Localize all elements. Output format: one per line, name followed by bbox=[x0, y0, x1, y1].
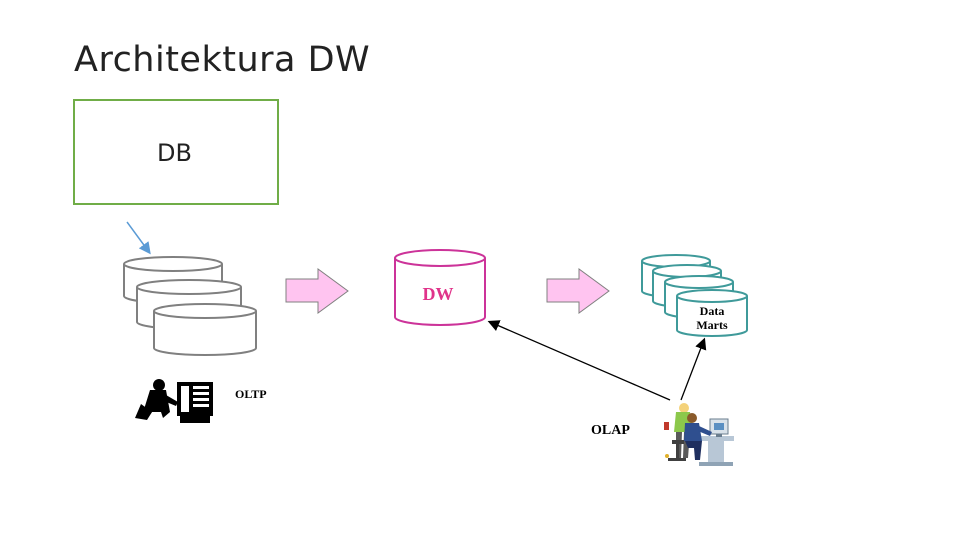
data-mart-cylinder bbox=[676, 289, 748, 337]
data-marts bbox=[641, 254, 748, 337]
db-box-label: DB bbox=[157, 139, 192, 167]
dw-cylinder bbox=[394, 249, 486, 326]
dw-label: DW bbox=[423, 284, 454, 304]
office-worker-with-computer-icon bbox=[135, 379, 213, 423]
source-db-cylinder bbox=[153, 303, 257, 356]
oltp-label: OLTP bbox=[235, 387, 267, 401]
source-databases bbox=[123, 256, 257, 356]
data-marts-label-line2: Marts bbox=[696, 318, 728, 332]
data-marts-label-line1: Data bbox=[700, 304, 725, 318]
olap-label: OLAP bbox=[591, 423, 630, 438]
db-text-box: DB bbox=[73, 99, 279, 205]
slide-title: Architektura DW bbox=[74, 40, 371, 80]
olap-to-data-marts-arrow bbox=[680, 337, 707, 401]
db-pointer-arrow bbox=[126, 221, 151, 255]
olap-to-dw-arrow bbox=[487, 320, 671, 401]
flow-arrow-dw-to-data-marts bbox=[546, 268, 610, 314]
analysts-at-workstation-icon bbox=[664, 403, 734, 466]
flow-arrow-sources-to-dw bbox=[285, 268, 349, 314]
